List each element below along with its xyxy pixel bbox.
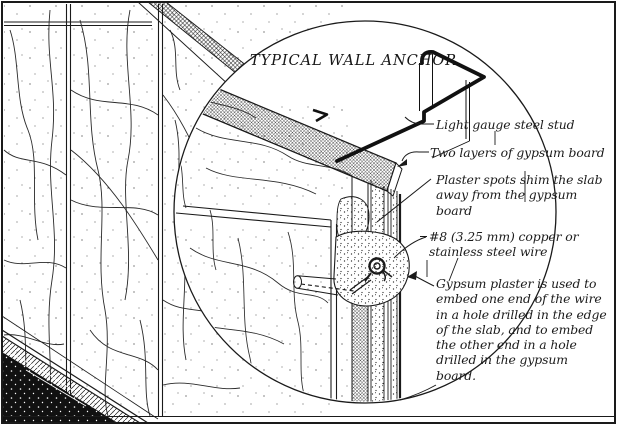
marble-slab-top-edge	[175, 73, 403, 197]
slab-section-strip	[352, 303, 368, 402]
leader-plaster-spots	[376, 178, 432, 223]
label-wire: #8 (3.25 mm) copper or stainless steel w…	[429, 229, 579, 260]
drilled-hole	[293, 275, 355, 296]
detail-title: TYPICAL WALL ANCHOR	[250, 52, 458, 69]
base-cutaway	[1, 315, 159, 424]
arrowhead-gypsum-board	[397, 159, 407, 167]
leader-ticks	[426, 131, 526, 282]
label-steel-stud: Light gauge steel stud	[436, 117, 575, 132]
steel-stud	[312, 50, 486, 163]
label-gypsum-plaster: Gypsum plaster is used to embed one end …	[436, 276, 607, 383]
leader-board-bottom	[399, 384, 437, 401]
label-plaster-spots: Plaster spots shim the slab away from th…	[436, 172, 603, 218]
diagonal-hatch-strip	[137, 1, 253, 87]
leader-lines	[376, 116, 526, 401]
gypsum-plaster-stipple	[333, 231, 410, 306]
stud-flange-lip	[312, 108, 329, 123]
label-gypsum-board: Two layers of gypsum board	[430, 145, 605, 160]
leader-gypsum-board	[401, 151, 429, 162]
anchor-wire	[349, 257, 393, 295]
arrowhead-gypsum-plaster	[407, 271, 417, 280]
marble-panel	[71, 4, 158, 417]
leader-gypsum-plaster	[414, 275, 435, 287]
leader-steel-stud	[404, 116, 434, 125]
leader-wire	[393, 236, 427, 259]
